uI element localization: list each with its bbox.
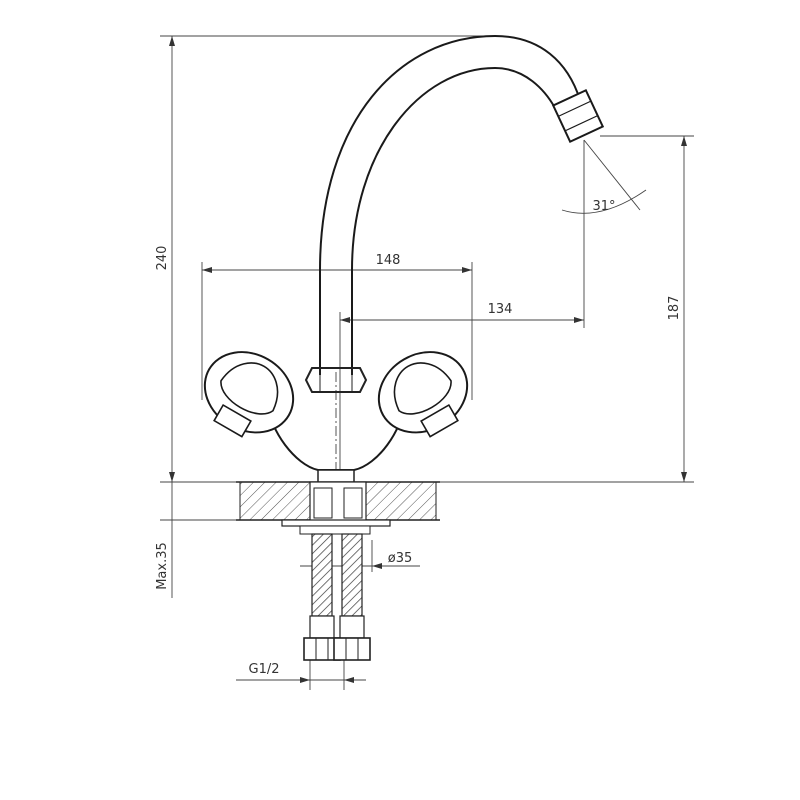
dim-thread: G1/2 xyxy=(249,662,280,677)
left-handle-icon xyxy=(203,351,295,438)
dim-spout-height: 187 xyxy=(667,296,682,321)
dim-spout-width: 148 xyxy=(376,253,401,268)
countertop xyxy=(236,481,440,521)
dim-hole-diameter: ø35 xyxy=(388,551,413,566)
aerator-icon xyxy=(551,88,605,144)
mounting-assembly xyxy=(281,481,391,535)
dim-spout-reach: 134 xyxy=(488,302,513,317)
dimension-lines xyxy=(160,35,694,690)
dim-spray-angle: 31° xyxy=(592,199,615,214)
supply-hoses xyxy=(303,533,371,661)
dimension-arrows xyxy=(169,36,687,683)
spout xyxy=(319,34,605,375)
dim-max-counter: Max.35 xyxy=(155,542,170,590)
dim-height-total: 240 xyxy=(155,246,170,271)
right-handle-icon xyxy=(377,351,469,438)
